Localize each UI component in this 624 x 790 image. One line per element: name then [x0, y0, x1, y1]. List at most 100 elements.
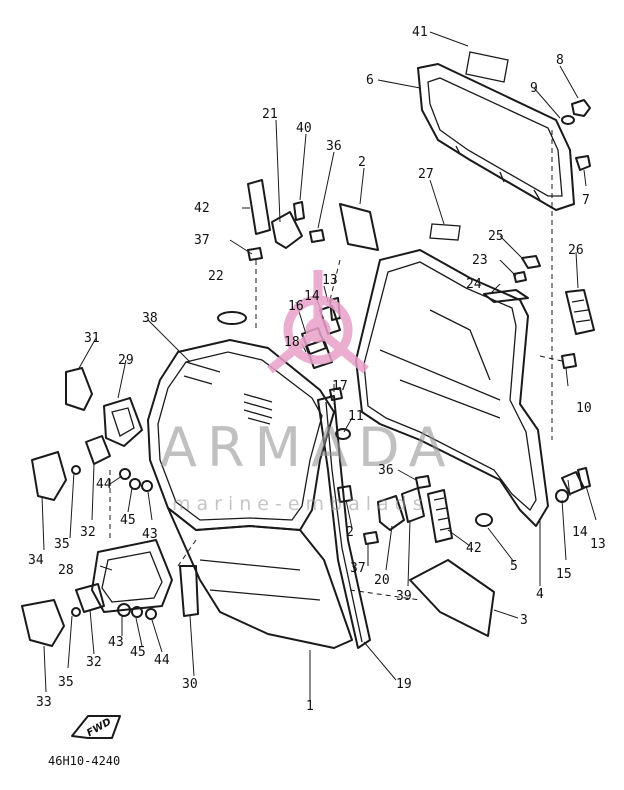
watermark-logo-icon: [267, 270, 369, 374]
callout-37: 37: [350, 561, 366, 576]
callout-35: 35: [54, 537, 70, 552]
part-41-decal: [465, 51, 509, 83]
part-37-screw-upper: [247, 247, 263, 261]
part-34-cover-upper: [31, 451, 67, 501]
callout-42: 42: [466, 541, 482, 556]
callout-32: 32: [80, 525, 96, 540]
part-43-washer-lower: [117, 603, 131, 617]
callout-9: 9: [530, 81, 538, 96]
callout-23: 23: [472, 253, 488, 268]
part-15-nut: [555, 489, 569, 503]
callout-27: 27: [418, 167, 434, 182]
part-42-reflector-upper: [247, 179, 271, 235]
part-37-screw-lower: [363, 531, 379, 545]
part-20-bracket: [377, 495, 405, 531]
callout-31: 31: [84, 331, 100, 346]
part-32-latch-upper: [85, 435, 111, 465]
callout-8: 8: [556, 53, 564, 68]
callout-14: 14: [572, 525, 588, 540]
part-44-nut-upper: [119, 468, 131, 480]
part-39-hinge: [401, 487, 425, 523]
callout-29: 29: [118, 353, 134, 368]
part-25-clip: [521, 255, 541, 269]
callout-1: 1: [306, 699, 314, 714]
callout-32: 32: [86, 655, 102, 670]
callout-7: 7: [582, 193, 590, 208]
callout-22: 22: [208, 269, 224, 284]
part-31-bracket: [65, 367, 93, 411]
diagram-code: 46H10-4240: [48, 754, 120, 768]
part-27-decal: [429, 223, 461, 241]
callout-36: 36: [326, 139, 342, 154]
callout-13: 13: [590, 537, 606, 552]
callout-30: 30: [182, 677, 198, 692]
callout-2: 2: [358, 155, 366, 170]
callout-36: 36: [378, 463, 394, 478]
callout-17: 17: [332, 379, 348, 394]
part-9-washer: [561, 115, 575, 125]
part-10-screw: [561, 353, 577, 369]
part-45-washer-upper: [129, 478, 141, 490]
callout-37: 37: [194, 233, 210, 248]
part-36-screw-upper: [309, 229, 325, 243]
callout-44: 44: [96, 477, 112, 492]
part-36-screw-lower: [415, 475, 431, 489]
part-13-screw-upper: [329, 297, 341, 321]
part-44-nut-lower: [145, 608, 157, 620]
callout-43: 43: [142, 527, 158, 542]
callout-6: 6: [366, 73, 374, 88]
part-23-screw: [513, 271, 527, 283]
callout-39: 39: [396, 589, 412, 604]
part-6-lid: [417, 63, 575, 211]
part-8-knob: [571, 99, 591, 117]
watermark-subtitle: marine-embalads: [172, 493, 429, 515]
callout-45: 45: [130, 645, 146, 660]
part-22-grommet: [217, 311, 247, 325]
part-35-rivet-upper: [71, 465, 81, 475]
callout-35: 35: [58, 675, 74, 690]
part-32-latch-lower: [75, 583, 105, 613]
part-29-latch-base: [103, 397, 143, 447]
callout-5: 5: [510, 559, 518, 574]
fwd-label: FWD: [85, 717, 113, 740]
part-17-clip: [329, 387, 343, 401]
callout-44: 44: [154, 653, 170, 668]
part-lines: [21, 31, 597, 739]
callout-20: 20: [374, 573, 390, 588]
part-24-clip: [483, 289, 529, 303]
callout-10: 10: [576, 401, 592, 416]
part-19-molding: [317, 395, 371, 649]
callout-19: 19: [396, 677, 412, 692]
part-42-reflector-lower: [427, 489, 453, 543]
callout-21: 21: [262, 107, 278, 122]
callout-18: 18: [284, 335, 300, 350]
part-3-panel: [409, 559, 495, 637]
part-26-pad: [565, 289, 595, 335]
part-45-washer-lower: [131, 606, 143, 618]
callout-2: 2: [346, 525, 354, 540]
part-21-bracket: [271, 211, 303, 249]
callout-34: 34: [28, 553, 44, 568]
part-28-latch-frame: [91, 539, 173, 613]
callout-14: 14: [304, 289, 320, 304]
callout-41: 41: [412, 25, 428, 40]
part-7-screw: [575, 155, 591, 171]
callout-28: 28: [58, 563, 74, 578]
callout-26: 26: [568, 243, 584, 258]
callout-42: 42: [194, 201, 210, 216]
callout-45: 45: [120, 513, 136, 528]
callout-16: 16: [288, 299, 304, 314]
part-43-washer-upper: [141, 480, 153, 492]
part-13-screw-right: [577, 467, 591, 489]
callout-24: 24: [466, 277, 482, 292]
part-11-grommet: [335, 428, 351, 440]
callout-4: 4: [536, 587, 544, 602]
part-33-cover-lower: [21, 599, 65, 647]
part-1-lower-panel: [167, 507, 353, 649]
part-35-rivet-lower: [71, 607, 81, 617]
callout-3: 3: [520, 613, 528, 628]
callout-11: 11: [348, 409, 364, 424]
